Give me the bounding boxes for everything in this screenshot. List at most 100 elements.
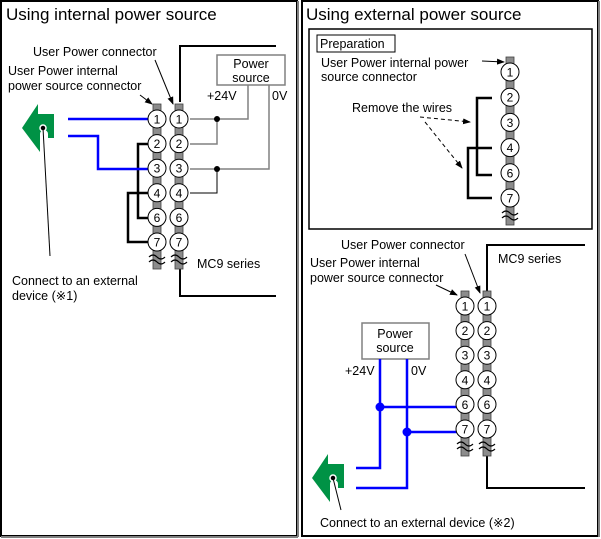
terminal-pin-number: 7: [484, 423, 491, 437]
wire-pin2: [190, 119, 218, 145]
plus-24v-label: +24V: [207, 89, 237, 103]
preparation-heading: Preparation: [320, 37, 385, 51]
terminal-pin-number: 1: [176, 113, 183, 127]
terminal-pin: [477, 296, 497, 316]
right-internal-label-2: power source connector: [310, 271, 443, 285]
blue-wire-0v: [356, 359, 409, 490]
terminal-pin-number: 7: [462, 423, 469, 437]
preparation-box: [308, 28, 593, 230]
right-connect-leader-line: [332, 477, 342, 511]
terminal-pin: [169, 183, 189, 203]
terminal-pin-number: 4: [154, 186, 161, 200]
junction-dot: [214, 116, 220, 122]
right-plus-24v-label: +24V: [345, 364, 375, 378]
jumper-2-6: [136, 142, 148, 220]
power-source-label-2: source: [232, 71, 270, 85]
terminal-pin: [455, 370, 475, 390]
right-internal-label-1: User Power internal: [310, 256, 420, 270]
terminal-pin-number: 4: [484, 373, 491, 387]
terminal-pin: [455, 419, 475, 439]
right-power-source-label-2: source: [376, 341, 414, 355]
terminal-pin: [169, 109, 189, 129]
terminal-pin: [147, 109, 167, 129]
terminal-pin-number: 3: [507, 116, 514, 130]
terminal-pin: [455, 321, 475, 341]
terminal-pin-number: 4: [507, 141, 514, 155]
terminal-pin: [169, 134, 189, 154]
terminal-pin: [500, 138, 520, 158]
terminal-pin: [477, 394, 497, 414]
terminal-pin-number: 2: [507, 91, 514, 105]
terminal-pin-number: 6: [154, 211, 161, 225]
right-mc9-outline-bottom: [486, 455, 585, 489]
mc9-outline-bottom: [179, 262, 276, 297]
power-source-box: [216, 54, 286, 86]
terminal-pin: [455, 296, 475, 316]
prep-internal-label-1: User Power internal power: [321, 56, 468, 70]
right-power-source-box: [361, 322, 430, 360]
terminal-pin: [500, 163, 520, 183]
right-connect-label: Connect to an external device (※2): [320, 516, 515, 530]
terminal-pin: [500, 112, 520, 132]
internal-connector-label-1: User Power internal: [8, 64, 118, 78]
junction-dot: [214, 166, 220, 172]
terminal-pin-number: 1: [507, 66, 514, 80]
blue-wire-24v: [356, 359, 382, 470]
terminal-pin: [147, 158, 167, 178]
right-user-power-pointer: [464, 253, 481, 294]
wire-pin4: [190, 169, 218, 194]
internal-connector-pointer: [139, 94, 153, 105]
terminal-pin-number: 3: [462, 349, 469, 363]
terminal-pin-number: 1: [484, 300, 491, 314]
terminal-pin-number: 6: [462, 398, 469, 412]
right-power-source-label-1: Power: [377, 327, 412, 341]
terminal-pin: [147, 207, 167, 227]
terminal-pin-number: 7: [154, 236, 161, 250]
terminal-pin-number: 7: [507, 192, 514, 206]
terminal-pin: [477, 370, 497, 390]
user-power-connector-pointer: [154, 59, 174, 105]
terminal-pin-number: 2: [176, 137, 183, 151]
mc9-series-label: MC9 series: [197, 257, 260, 271]
prep-pointer: [481, 58, 505, 65]
remove-pointer-2: [424, 121, 463, 169]
connect-leader-line: [42, 127, 51, 257]
terminal-pin-number: 1: [154, 113, 161, 127]
jumper-4-7: [126, 191, 148, 244]
left-panel-title: Using internal power source: [6, 5, 217, 24]
terminal-pin-number: 7: [176, 236, 183, 250]
terminal-pin-number: 3: [154, 162, 161, 176]
terminal-pin: [147, 183, 167, 203]
terminal-pin-number: 6: [484, 398, 491, 412]
terminal-pin: [455, 345, 475, 365]
prep-internal-label-2: source connector: [321, 70, 417, 84]
terminal-pin-number: 4: [176, 186, 183, 200]
right-panel-title: Using external power source: [306, 5, 521, 24]
preparation-heading-box: [316, 34, 396, 53]
terminal-pin: [477, 321, 497, 341]
prep-jumper-2-6: [475, 96, 492, 177]
right-zero-v-label: 0V: [411, 364, 427, 378]
terminal-pin-number: 3: [176, 162, 183, 176]
terminal-pin: [477, 419, 497, 439]
terminal-pin: [500, 188, 520, 208]
terminal-pin-number: 2: [462, 324, 469, 338]
right-external-device-arrow-icon: [312, 454, 344, 502]
terminal-pin-number: 2: [484, 324, 491, 338]
right-mc9-series-label: MC9 series: [498, 252, 561, 266]
external-device-arrow-icon: [22, 104, 54, 152]
remove-pointer-1: [419, 116, 471, 125]
break-symbol-icon: [148, 254, 166, 265]
junction-dot: [402, 427, 412, 437]
junction-dot: [375, 402, 385, 412]
blue-wire-3: [68, 134, 148, 171]
terminal-pin-number: 1: [462, 300, 469, 314]
break-symbol-icon: [170, 254, 188, 265]
